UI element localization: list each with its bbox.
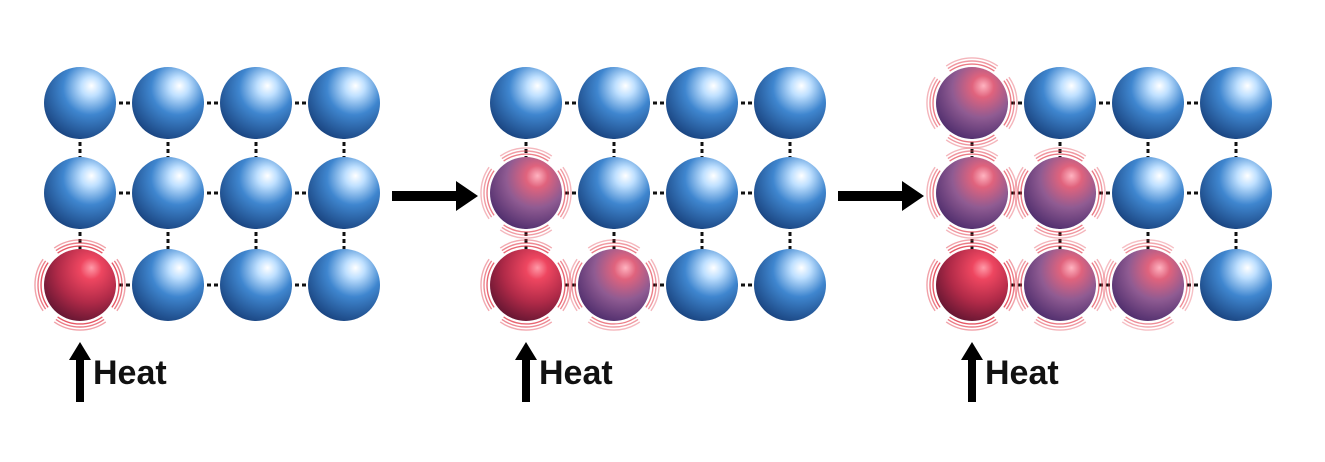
vibration-layer bbox=[34, 57, 1194, 331]
particle bbox=[44, 157, 116, 229]
particle bbox=[1024, 67, 1096, 139]
vibration-marks bbox=[568, 239, 660, 331]
right-arrow-icon bbox=[392, 181, 478, 211]
particle bbox=[754, 67, 826, 139]
particle bbox=[1112, 67, 1184, 139]
heat-label-1: Heat bbox=[93, 354, 167, 392]
particle bbox=[490, 67, 562, 139]
heated-particle bbox=[490, 157, 562, 229]
particle bbox=[578, 67, 650, 139]
heat-up-arrow-icon bbox=[961, 342, 983, 402]
vibration-marks bbox=[480, 239, 572, 331]
vibration-marks bbox=[926, 147, 1018, 239]
heated-particle bbox=[578, 249, 650, 321]
particle bbox=[754, 249, 826, 321]
particle bbox=[308, 67, 380, 139]
particle bbox=[1200, 249, 1272, 321]
particle bbox=[666, 249, 738, 321]
heated-particle bbox=[1112, 249, 1184, 321]
heated-particle bbox=[44, 249, 116, 321]
heat-label-2: Heat bbox=[539, 354, 613, 392]
heated-particle bbox=[1024, 157, 1096, 229]
particle bbox=[666, 67, 738, 139]
particle bbox=[1112, 157, 1184, 229]
heated-particle bbox=[936, 67, 1008, 139]
particle bbox=[666, 157, 738, 229]
particle bbox=[1200, 67, 1272, 139]
particle bbox=[754, 157, 826, 229]
vibration-marks bbox=[926, 57, 1018, 149]
heat-label-3: Heat bbox=[985, 354, 1059, 392]
vibration-marks bbox=[1014, 239, 1106, 331]
particle bbox=[132, 249, 204, 321]
particle bbox=[132, 67, 204, 139]
particle bbox=[220, 249, 292, 321]
heated-particle bbox=[490, 249, 562, 321]
vibration-marks bbox=[480, 147, 572, 239]
particle bbox=[44, 67, 116, 139]
particle bbox=[220, 157, 292, 229]
particle bbox=[132, 157, 204, 229]
heated-particle bbox=[936, 157, 1008, 229]
particle bbox=[308, 249, 380, 321]
particle bbox=[308, 157, 380, 229]
heat-up-arrow-icon bbox=[515, 342, 537, 402]
vibration-marks bbox=[1102, 239, 1194, 331]
right-arrow-icon bbox=[838, 181, 924, 211]
particle bbox=[578, 157, 650, 229]
heated-particle bbox=[936, 249, 1008, 321]
vibration-marks bbox=[926, 239, 1018, 331]
vibration-marks bbox=[1014, 147, 1106, 239]
particles-layer bbox=[44, 67, 1272, 321]
heat-up-arrow-icon bbox=[69, 342, 91, 402]
particle bbox=[220, 67, 292, 139]
arrows-layer bbox=[69, 181, 983, 402]
vibration-marks bbox=[34, 239, 126, 331]
particle bbox=[1200, 157, 1272, 229]
heated-particle bbox=[1024, 249, 1096, 321]
